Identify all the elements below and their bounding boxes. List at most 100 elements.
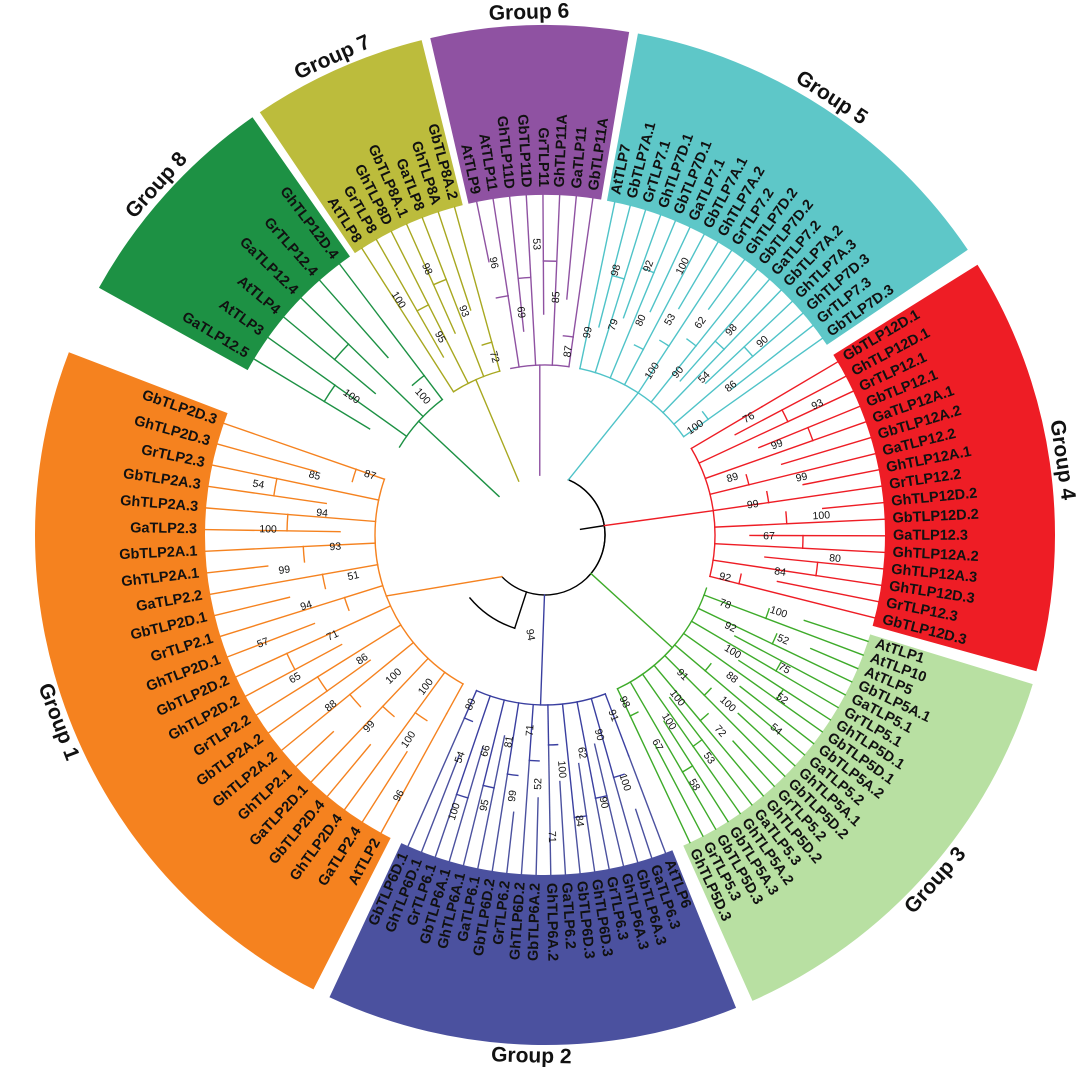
internal-arc xyxy=(658,339,670,347)
bootstrap-label: 53 xyxy=(701,750,718,767)
group-label-g6: Group 6 xyxy=(488,0,569,25)
terminal-branch xyxy=(267,659,372,734)
terminal-branch xyxy=(211,464,278,480)
internal-arc xyxy=(701,410,710,421)
internal-branch xyxy=(482,699,506,787)
terminal-branch xyxy=(205,507,289,516)
subroot-stem xyxy=(513,591,528,630)
terminal-branch xyxy=(802,469,880,486)
internal-arc xyxy=(781,409,789,423)
bootstrap-label: 90 xyxy=(592,728,607,743)
bootstrap-label: 100 xyxy=(812,509,830,522)
terminal-branch xyxy=(704,669,806,756)
bootstrap-label: 67 xyxy=(649,737,665,753)
bootstrap-label: 100 xyxy=(446,801,463,822)
terminal-branch xyxy=(760,360,839,408)
terminal-branch xyxy=(595,201,616,290)
internal-branch xyxy=(530,276,537,366)
internal-branch xyxy=(637,345,670,394)
internal-branch xyxy=(463,689,478,719)
terminal-branch xyxy=(310,705,384,783)
bootstrap-label: 65 xyxy=(287,670,303,686)
terminal-branch xyxy=(775,669,839,709)
group-band-g2 xyxy=(329,843,737,1046)
terminal-branch xyxy=(775,698,824,733)
internal-arc xyxy=(273,477,278,497)
terminal-branch xyxy=(255,675,319,716)
bootstrap-label: 86 xyxy=(354,651,371,668)
terminal-branch xyxy=(453,206,493,344)
internal-branch xyxy=(709,483,750,496)
internal-branch xyxy=(528,703,534,762)
bootstrap-label: 72 xyxy=(487,350,502,365)
terminal-branch xyxy=(380,712,448,834)
leaf-label: GhTLP2A.3 xyxy=(120,493,199,515)
internal-branch xyxy=(445,278,485,378)
terminal-branch xyxy=(739,685,815,745)
internal-branch xyxy=(333,384,408,438)
terminal-branch xyxy=(535,797,539,876)
internal-arc xyxy=(416,303,430,312)
terminal-branch xyxy=(434,793,458,858)
bootstrap-label: 100 xyxy=(259,523,277,535)
internal-branch xyxy=(568,336,574,368)
group-band-g7 xyxy=(259,40,463,254)
clade-stem-g3 xyxy=(589,572,674,649)
terminal-branch xyxy=(326,743,372,798)
internal-branch xyxy=(579,287,598,370)
terminal-branch xyxy=(704,300,794,385)
group-band-g5 xyxy=(606,33,968,345)
bootstrap-label: 91 xyxy=(674,666,691,683)
internal-arc xyxy=(506,773,519,777)
internal-branch xyxy=(712,559,817,577)
bootstrap-label: 99 xyxy=(746,498,759,512)
bootstrap-label: 99 xyxy=(795,470,809,484)
clade-stem-g5 xyxy=(567,391,640,481)
bootstrap-label: 54 xyxy=(252,478,266,492)
internal-branch xyxy=(682,632,778,701)
internal-arc xyxy=(714,340,726,351)
bootstrap-label: 99 xyxy=(278,563,291,576)
terminal-branch xyxy=(209,573,324,596)
bootstrap-label: 98 xyxy=(617,694,633,710)
terminal-branch xyxy=(730,324,814,391)
terminal-branch xyxy=(771,642,853,683)
group-band-g6 xyxy=(430,24,630,204)
root-arc-right xyxy=(567,478,606,579)
bootstrap-label: 71 xyxy=(546,831,558,843)
internal-branch xyxy=(673,643,707,672)
terminal-branch xyxy=(738,582,876,619)
leaf-label: GbTLP6A.2 xyxy=(526,883,544,962)
internal-branch xyxy=(662,348,726,414)
terminal-branch xyxy=(207,485,328,505)
bootstrap-label: 51 xyxy=(346,569,360,583)
terminal-branch xyxy=(253,358,371,430)
internal-branch xyxy=(343,584,384,599)
bootstrap-label: 84 xyxy=(573,814,586,827)
internal-branch xyxy=(348,641,415,696)
bootstrap-label: 98 xyxy=(609,263,624,278)
bootstrap-label: 62 xyxy=(692,314,709,331)
terminal-branch xyxy=(280,693,351,752)
terminal-branch xyxy=(776,580,880,603)
terminal-branch xyxy=(668,696,753,806)
bootstrap-label: 53 xyxy=(662,312,678,328)
internal-branch xyxy=(355,468,386,481)
terminal-branch xyxy=(566,195,578,300)
clade-stem-g7 xyxy=(474,378,520,482)
root-stub xyxy=(579,524,606,531)
internal-branch xyxy=(672,355,754,426)
bootstrap-label: 98 xyxy=(419,261,435,277)
internal-arc xyxy=(482,784,495,789)
leaf-label: GaTLP11 xyxy=(569,126,591,189)
bootstrap-label: 90 xyxy=(670,364,687,381)
internal-branch xyxy=(697,607,774,645)
terminal-branch xyxy=(593,743,625,867)
internal-branch xyxy=(663,654,706,697)
terminal-branch xyxy=(577,762,596,873)
internal-branch xyxy=(704,439,814,480)
bootstrap-label: 100 xyxy=(659,711,679,732)
internal-branch xyxy=(507,295,520,368)
group-band-g4 xyxy=(833,264,1055,672)
internal-branch xyxy=(302,542,376,548)
